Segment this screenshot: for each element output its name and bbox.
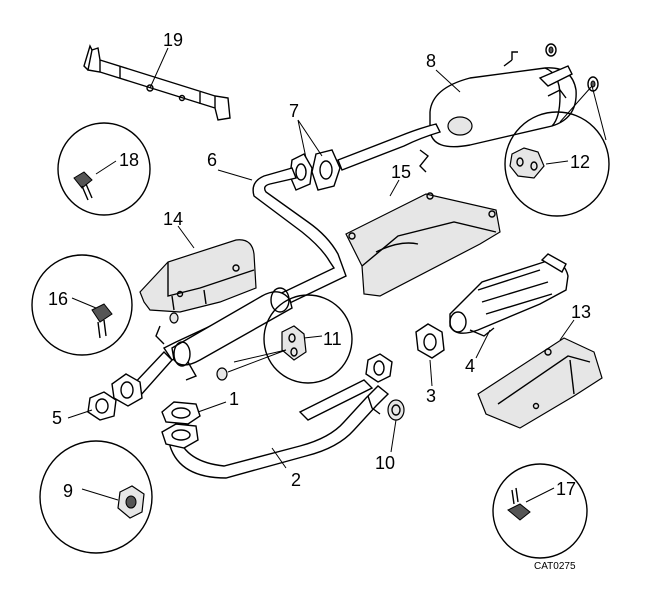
front-gasket-part — [161, 401, 201, 449]
front-pipe-part — [169, 353, 393, 479]
small-ring-part — [216, 367, 228, 381]
callout-16: 16 — [48, 289, 68, 309]
callout-10: 10 — [375, 453, 395, 473]
callout-13: 13 — [571, 302, 591, 322]
gasket-part — [415, 323, 445, 359]
heat-shield-rear-part — [477, 337, 603, 429]
gasket-5-part — [87, 391, 117, 421]
callout-15: 15 — [391, 162, 411, 182]
callout-1: 1 — [229, 389, 239, 409]
callout-6: 6 — [207, 150, 217, 170]
inset-circle-12 — [504, 111, 610, 217]
hanger-part — [419, 149, 429, 173]
flange-gasket-part — [289, 149, 341, 191]
inset-circle-11 — [263, 294, 353, 384]
callout-17: 17 — [556, 479, 576, 499]
callout-2: 2 — [291, 470, 301, 490]
inset-circle-17 — [492, 463, 588, 559]
callout-8: 8 — [426, 51, 436, 71]
callout-5: 5 — [52, 408, 62, 428]
heat-shield-front-part — [139, 239, 257, 324]
callout-9: 9 — [63, 481, 73, 501]
catalytic-converter-part — [449, 253, 569, 337]
inset-circle-16 — [31, 254, 133, 356]
heat-shield-center-part — [345, 192, 501, 297]
callout-3: 3 — [426, 386, 436, 406]
callout-11: 11 — [323, 329, 342, 349]
catalog-code: CAT0275 — [534, 561, 576, 572]
rear-silencer-part — [337, 51, 577, 171]
callout-12: 12 — [570, 152, 590, 172]
rubber-ring-part — [387, 399, 405, 421]
callout-7: 7 — [289, 101, 299, 121]
inset-circle-18 — [57, 122, 151, 216]
inset-circle-9 — [39, 440, 153, 554]
leader-lines — [67, 47, 607, 503]
callout-4: 4 — [465, 356, 475, 376]
callout-18: 18 — [119, 150, 139, 170]
callout-14: 14 — [163, 209, 183, 229]
bracket-part — [83, 44, 231, 121]
callout-19: 19 — [163, 30, 183, 50]
